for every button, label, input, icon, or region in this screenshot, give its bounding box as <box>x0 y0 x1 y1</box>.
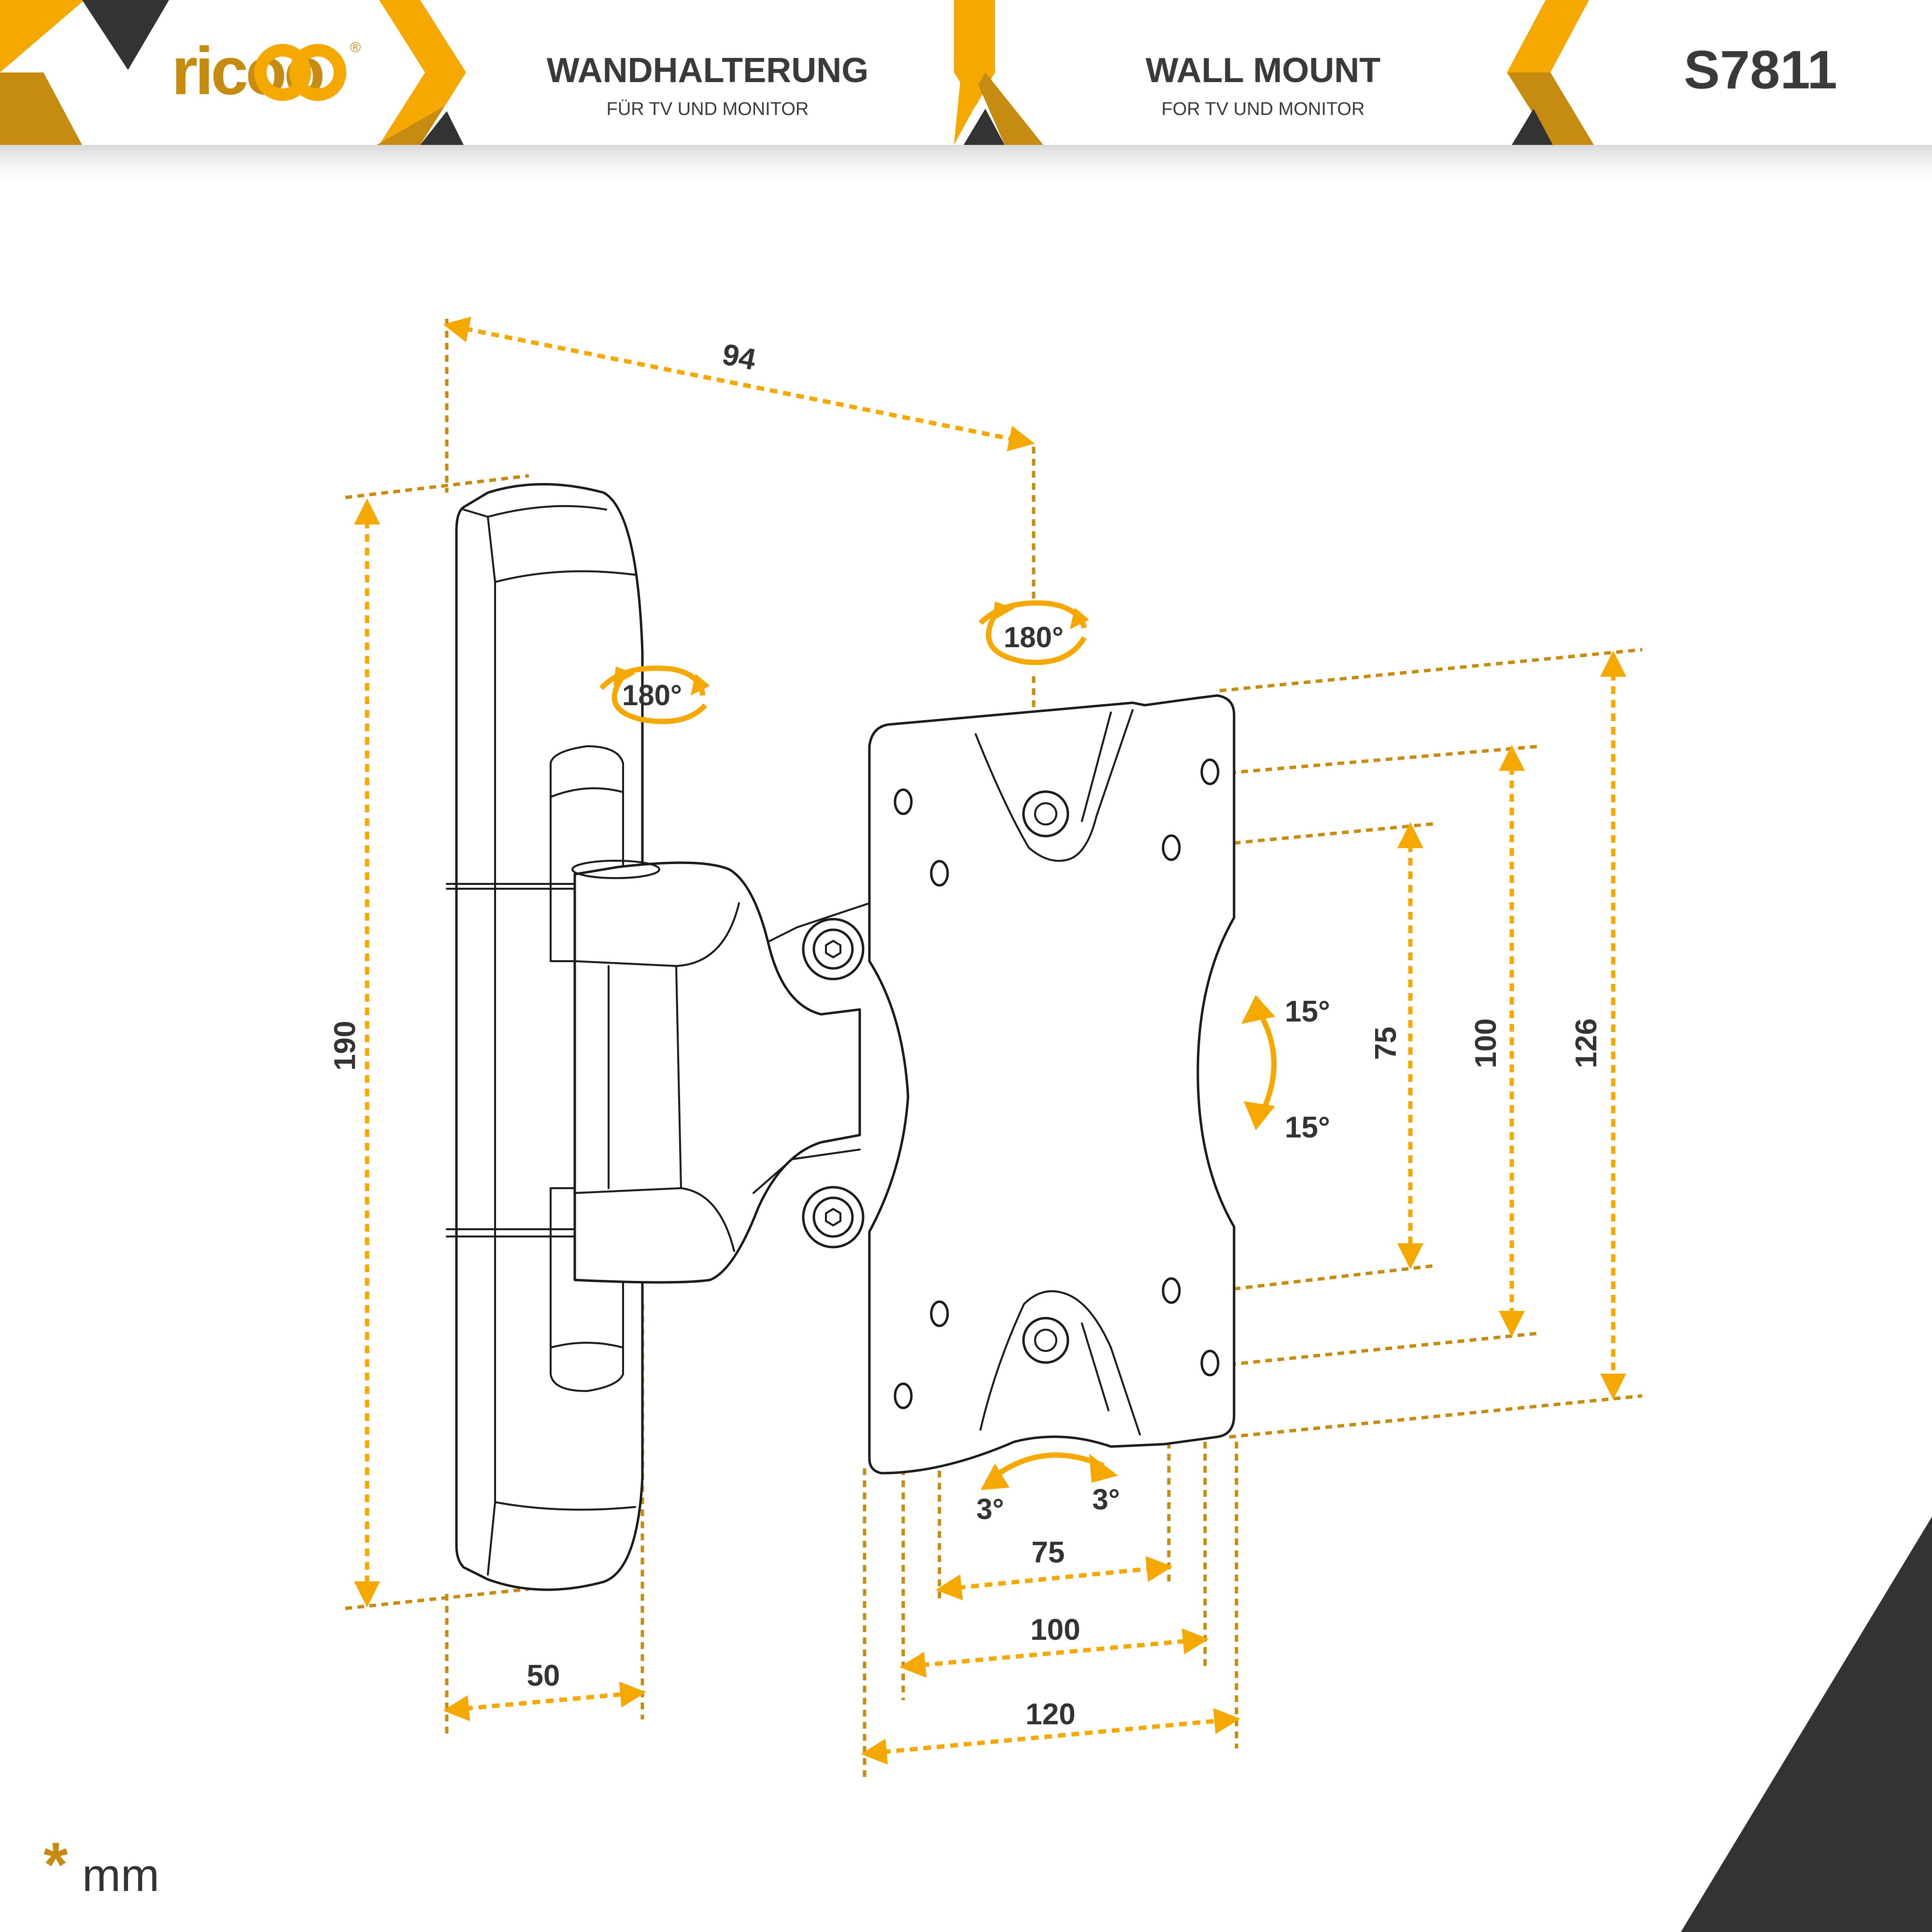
vesa-width-100-arrow <box>899 1628 1209 1678</box>
title-de: WANDHALTERUNG <box>547 51 869 90</box>
wall-plate <box>446 483 644 1591</box>
vesa-hole <box>1162 834 1181 861</box>
subtitle-en: FOR TV UND MONITOR <box>1162 99 1365 119</box>
plate-width-label: 120 <box>1025 1698 1075 1731</box>
swivel-arm <box>571 860 870 1284</box>
vesa-hole <box>930 860 949 887</box>
header-right-decoration <box>1507 0 1594 145</box>
plate-width-arrow <box>861 1708 1240 1765</box>
swivel-arm-label: 180° <box>1004 621 1064 653</box>
rotate-left-label: 3° <box>976 1493 1004 1525</box>
upper-bolt <box>812 928 854 970</box>
corner-triangle <box>1681 1517 1932 1932</box>
vesa-hole <box>1200 758 1220 785</box>
lower-slot <box>550 1187 624 1392</box>
unit-label: mm <box>82 1849 159 1901</box>
tilt-down-arrow-icon <box>1244 1101 1275 1130</box>
vesa-plate <box>868 694 1236 1475</box>
swivel-wall-label: 180° <box>622 679 682 711</box>
vesa-height-75-label: 75 <box>1369 1027 1403 1060</box>
tilt-up-label: 15° <box>1285 995 1330 1028</box>
lower-bolt <box>812 1196 854 1238</box>
rotate-right-arrow-icon <box>1089 1454 1118 1483</box>
height-label: 190 <box>328 1021 362 1070</box>
brand-logo-ring <box>254 44 311 101</box>
depth-label: 94 <box>720 338 759 377</box>
upper-slot <box>550 745 624 962</box>
header-bar: ricoo ® WANDHALTERUNG FÜR TV UND MONITOR… <box>0 0 1932 188</box>
vesa-hole <box>894 1382 913 1409</box>
wall-plate-width-arrow <box>443 1681 646 1721</box>
plate-height-label: 126 <box>1570 1018 1603 1068</box>
rotate-right-label: 3° <box>1092 1483 1120 1516</box>
wall-plate-width-label: 50 <box>527 1659 560 1692</box>
tilt-up-arrow-icon <box>1241 995 1275 1024</box>
tilt-down-label: 15° <box>1285 1111 1330 1144</box>
upper-center-bolt <box>1022 790 1069 838</box>
vesa-hole <box>1162 1277 1181 1304</box>
vesa-hole <box>1200 1350 1220 1377</box>
vesa-width-75-label: 75 <box>1032 1536 1065 1569</box>
rotate-left-arrow-icon <box>980 1463 1009 1490</box>
swivel-arm-indicator: 180° <box>979 600 1089 665</box>
lower-center-bolt <box>1022 1317 1069 1364</box>
subtitle-de: FÜR TV UND MONITOR <box>607 99 809 119</box>
rotate-indicator: 3° 3° <box>976 1452 1120 1525</box>
vesa-hole <box>894 788 913 815</box>
unit-asterisk: * <box>43 1829 68 1900</box>
registered-mark: ® <box>350 40 361 56</box>
vesa-hole <box>930 1300 949 1327</box>
unit-note: * mm <box>43 1829 159 1901</box>
header-middle-decoration <box>954 0 1043 145</box>
measurement-arrows <box>354 316 1626 1765</box>
brand-logo: ricoo ® <box>171 33 361 109</box>
vesa-width-75-arrow <box>936 1556 1173 1601</box>
dimension-labels: 94 190 50 75 100 126 75 100 120 <box>328 338 1603 1731</box>
model-number: S7811 <box>1684 40 1837 100</box>
vesa-width-100-label: 100 <box>1030 1613 1080 1647</box>
title-en: WALL MOUNT <box>1146 51 1381 90</box>
vesa-height-100-label: 100 <box>1469 1018 1503 1068</box>
header-left-decoration <box>0 0 466 145</box>
depth-arrow <box>443 316 1035 452</box>
tilt-indicator: 15° 15° <box>1241 995 1330 1144</box>
arm-pivot-top <box>571 860 660 879</box>
swivel-wall-indicator: 180° <box>599 665 710 724</box>
